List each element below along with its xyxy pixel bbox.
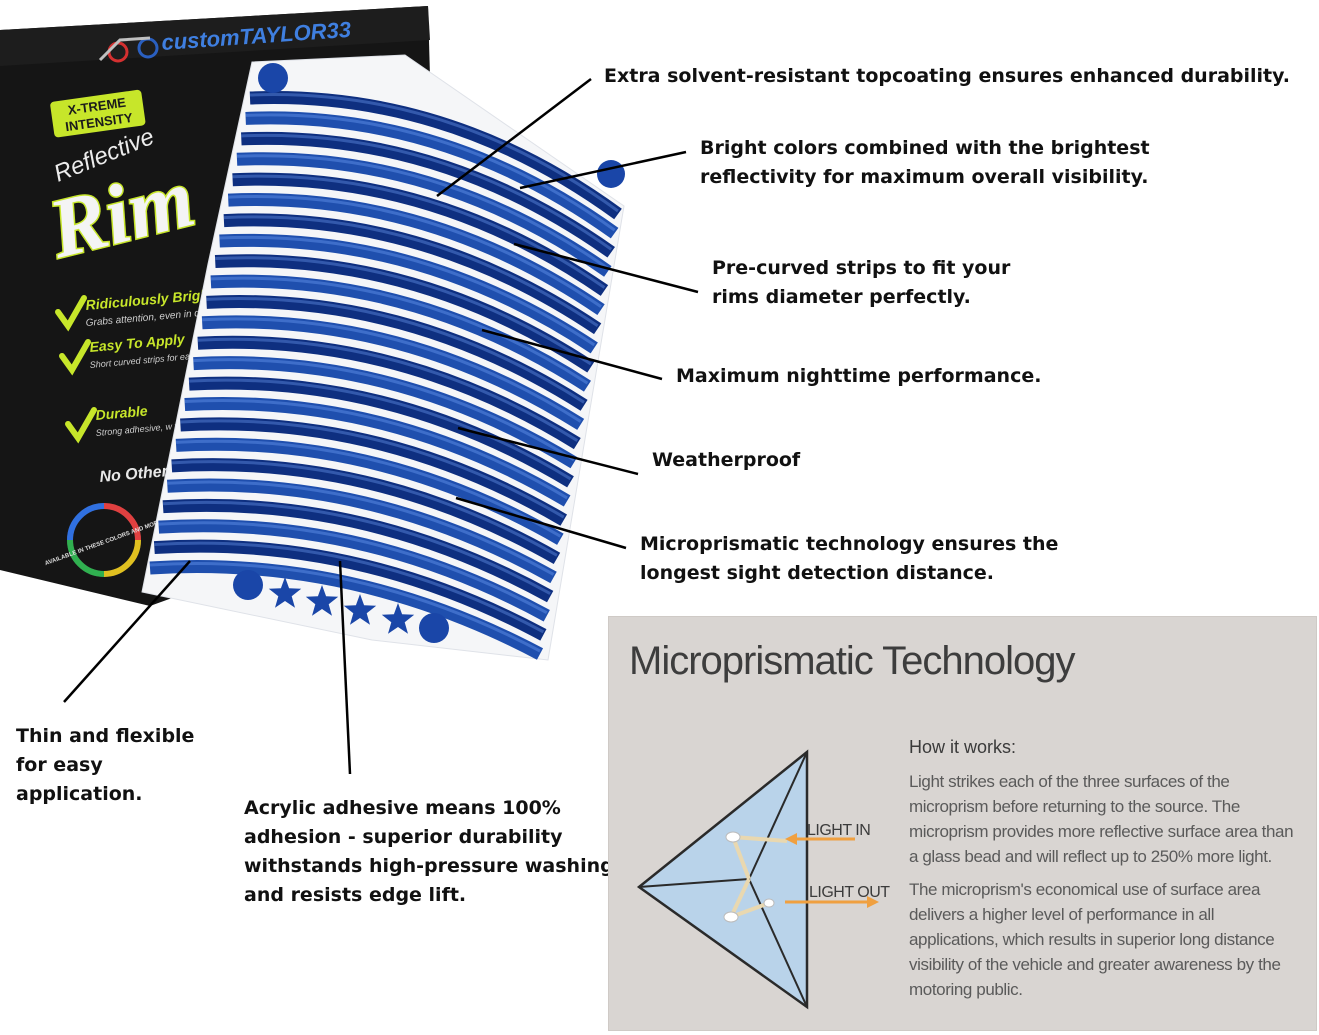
reflective-strip [197, 335, 581, 450]
reflective-strip [149, 560, 544, 660]
strip-highlight [176, 439, 562, 538]
callout-lines [63, 78, 699, 775]
callout-weatherproof: Weatherproof [652, 449, 801, 471]
strip-highlight [210, 276, 589, 385]
light-in-label: LIGHT IN [807, 822, 870, 839]
strip-highlight [154, 541, 545, 634]
strip-highlight [202, 317, 582, 423]
strip-highlight [245, 113, 616, 232]
panel-paragraph-1: Light strikes each of the three surfaces… [909, 772, 1294, 866]
reflective-strip [223, 213, 602, 335]
reflective-strip [162, 498, 554, 603]
no-other-label: No Other [99, 463, 169, 486]
arrow-right-icon [785, 896, 879, 908]
strip-highlight [206, 297, 585, 404]
how-it-works-heading: How it works: [909, 737, 1017, 757]
star-icon [268, 577, 302, 608]
reflective-strip [184, 396, 571, 507]
reflective-strip [201, 315, 585, 430]
callout-bright-line-2: reflectivity for maximum overall visibil… [700, 166, 1149, 188]
callout-microprismatic-line-1: Microprismatic technology ensures the [640, 533, 1059, 555]
star-icon [381, 603, 415, 634]
reflective-strip [245, 111, 619, 239]
strip-highlight [223, 215, 599, 328]
reflective-strip [214, 254, 595, 373]
callout-topcoat: Extra solvent-resistant topcoating ensur… [604, 65, 1290, 87]
strip-highlight [149, 562, 541, 653]
reflective-strip [227, 193, 605, 316]
callout-acrylic-line-4: and resists edge lift. [244, 884, 467, 906]
reflective-strip [219, 233, 598, 354]
reflective-strips [149, 91, 622, 660]
strip-highlight [189, 378, 572, 481]
light-out-label: LIGHT OUT [809, 884, 890, 901]
callout-precurved: Pre-curved strips to fit your rims diame… [712, 254, 1010, 312]
reflective-strip [236, 152, 612, 277]
callout-bright-line-1: Bright colors combined with the brightes… [700, 137, 1150, 159]
circle-icon [258, 63, 288, 93]
strip-highlight [236, 154, 609, 270]
reflective-strip [171, 458, 561, 564]
callout-precurved-line-2: rims diameter perfectly. [712, 286, 971, 308]
reflective-strip [167, 478, 557, 584]
strip-highlight [215, 256, 592, 366]
reflective-strip [158, 519, 550, 622]
callout-bright: Bright colors combined with the brightes… [700, 134, 1150, 192]
callout-microprismatic-line-2: longest sight detection distance. [640, 562, 994, 584]
star-icon [305, 585, 339, 616]
arrow-right-icon [785, 833, 855, 845]
callout-thin-line-1: Thin and flexible [16, 725, 195, 747]
reflective-strip [241, 131, 615, 258]
strip-highlight [249, 93, 619, 213]
callout-nighttime: Maximum nighttime performance. [676, 365, 1042, 387]
intensity-badge: X-TREME INTENSITY [50, 89, 146, 138]
callout-thin-line-2: for easy [16, 754, 103, 776]
motorcycle-logo-icon [98, 36, 159, 63]
strip-highlight [193, 358, 575, 461]
callout-thin: Thin and flexible for easy application. [16, 722, 194, 809]
reflective-strip [249, 91, 622, 220]
star-icon [343, 594, 377, 625]
reflective-strip [193, 356, 578, 469]
strip-highlight [232, 174, 606, 289]
prism-diagram: LIGHT IN LIGHT OUT [636, 749, 891, 1010]
reflective-strip [210, 274, 592, 392]
strip-highlight [171, 460, 558, 557]
callout-acrylic-line-1: Acrylic adhesive means 100% [244, 797, 561, 819]
microprismatic-panel: LIGHT IN LIGHT OUT Microprismatic Techno… [608, 616, 1317, 1031]
checkmark-icon [55, 295, 87, 332]
strip-highlight [228, 195, 602, 308]
strip-highlight [241, 133, 613, 251]
callout-acrylic: Acrylic adhesive means 100% adhesion - s… [244, 794, 614, 910]
reflective-strip [180, 417, 568, 526]
strip-highlight [162, 500, 551, 595]
reflective-strip [188, 376, 574, 488]
strip-highlight [167, 480, 555, 576]
callout-acrylic-line-2: adhesion - superior durability [244, 826, 563, 848]
reflective-strip [232, 172, 609, 296]
strip-highlight [184, 398, 568, 500]
panel-paragraph-2: The microprism's economical use of surfa… [909, 880, 1281, 999]
callout-acrylic-line-3: withstands high-pressure washing [244, 855, 614, 877]
reflective-strip [206, 295, 588, 411]
strip-highlight [197, 337, 579, 442]
checkmark-icon [59, 339, 91, 376]
panel-title: Microprismatic Technology [629, 639, 1076, 683]
circle-icon [419, 613, 449, 643]
checkmark-icon [65, 407, 97, 444]
feature-title: Durable [95, 402, 149, 423]
callout-thin-line-3: application. [16, 783, 143, 805]
strip-highlight [219, 235, 596, 347]
strip-highlight [180, 419, 565, 519]
strip-highlight [158, 521, 548, 615]
circle-icon [233, 570, 263, 600]
circle-icon [597, 160, 625, 188]
callout-microprismatic: Microprismatic technology ensures the lo… [640, 530, 1058, 588]
reflective-strip [153, 539, 547, 641]
callout-precurved-line-1: Pre-curved strips to fit your [712, 257, 1011, 279]
decor-shapes [233, 63, 625, 643]
